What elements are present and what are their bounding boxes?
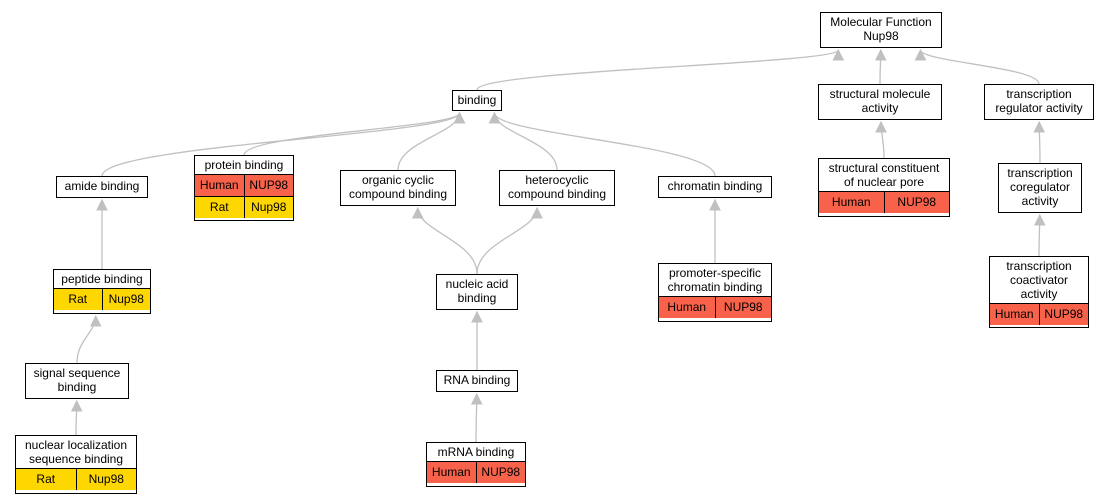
species-cell: Human — [427, 462, 476, 483]
node-label: transcription coregulator activity — [1007, 166, 1073, 208]
node-transcription-regulator-activity[interactable]: transcription regulator activity — [984, 84, 1094, 120]
edge-tcoact-to-tcoreg — [1033, 213, 1046, 257]
gene-cell: Nup98 — [101, 289, 150, 310]
edge-signal-to-peptide — [76, 314, 102, 364]
species-cell: Human — [990, 304, 1039, 325]
node-label: promoter-specific chromatin binding — [659, 264, 771, 297]
node-label: peptide binding — [54, 270, 150, 289]
node-signal-sequence-binding[interactable]: signal sequence binding — [25, 363, 129, 399]
node-label: amide binding — [64, 179, 140, 193]
node-label: structural constituent of nuclear pore — [819, 159, 949, 192]
node-promoter-specific-chromatin-binding[interactable]: promoter-specific chromatin binding Huma… — [658, 263, 772, 322]
annotation-row: Human NUP98 — [427, 462, 525, 483]
edge-nucleic-to-hetero — [476, 206, 543, 275]
node-molecular-function[interactable]: Molecular Function Nup98 — [820, 12, 942, 48]
node-label: RNA binding — [443, 373, 511, 387]
node-label: transcription regulator activity — [995, 87, 1083, 115]
node-label: protein binding — [195, 156, 293, 175]
species-cell: Human — [195, 175, 244, 196]
node-organic-cyclic-compound-binding[interactable]: organic cyclic compound binding — [340, 170, 456, 206]
edge-binding-to-mf — [476, 48, 844, 91]
species-cell: Rat — [16, 469, 76, 490]
edge-chromatin-to-binding — [488, 111, 716, 177]
node-label: transcription coactivator activity — [990, 257, 1088, 304]
gene-cell: NUP98 — [243, 175, 293, 196]
annotation-row: Human NUP98 — [195, 175, 293, 196]
node-transcription-coactivator-activity[interactable]: transcription coactivator activity Human… — [989, 256, 1089, 328]
node-label: nucleic acid binding — [445, 277, 509, 305]
edge-mrna-to-rna — [470, 392, 483, 443]
species-cell: Human — [659, 297, 715, 318]
node-nucleic-acid-binding[interactable]: nucleic acid binding — [436, 274, 518, 310]
edge-hetero-to-binding — [488, 111, 558, 171]
edge-nucleic-to-organic — [411, 206, 478, 275]
edge-tra-to-mf — [914, 48, 1040, 85]
node-label: Molecular Function Nup98 — [830, 15, 932, 43]
annotation-row: Human NUP98 — [659, 297, 771, 318]
annotation-row: Human NUP98 — [990, 304, 1088, 325]
annotation-row: Rat Nup98 — [54, 289, 150, 310]
edge-tcoreg-to-tra — [1033, 120, 1046, 164]
node-label: binding — [457, 93, 497, 107]
node-protein-binding[interactable]: protein binding Human NUP98 Rat Nup98 — [194, 155, 294, 221]
species-cell: Rat — [54, 289, 102, 310]
node-amide-binding[interactable]: amide binding — [56, 176, 148, 198]
node-label: nuclear localization sequence binding — [16, 436, 136, 469]
node-heterocyclic-compound-binding[interactable]: heterocyclic compound binding — [499, 170, 615, 206]
gene-cell: NUP98 — [714, 297, 771, 318]
node-structural-molecule-activity[interactable]: structural molecule activity — [818, 84, 942, 120]
gene-cell: Nup98 — [75, 469, 136, 490]
species-cell: Human — [819, 192, 884, 213]
node-label: heterocyclic compound binding — [507, 173, 607, 201]
node-peptide-binding[interactable]: peptide binding Rat Nup98 — [53, 269, 151, 314]
node-mrna-binding[interactable]: mRNA binding Human NUP98 — [426, 442, 526, 487]
edge-sma-to-mf — [874, 48, 887, 85]
node-rna-binding[interactable]: RNA binding — [436, 370, 518, 392]
node-binding[interactable]: binding — [452, 90, 502, 111]
gene-cell: NUP98 — [883, 192, 949, 213]
edge-nls-to-signal — [70, 399, 83, 436]
species-cell: Rat — [195, 197, 244, 218]
edge-organic-to-binding — [397, 111, 466, 171]
edge-scnp-to-sma — [875, 120, 887, 159]
node-nuclear-localization-sequence-binding[interactable]: nuclear localization sequence binding Ra… — [15, 435, 137, 494]
gene-cell: NUP98 — [1038, 304, 1088, 325]
annotation-row: Rat Nup98 — [195, 196, 293, 218]
node-label: mRNA binding — [427, 443, 525, 462]
annotation-row: Rat Nup98 — [16, 469, 136, 490]
annotation-row: Human NUP98 — [819, 192, 949, 213]
node-label: organic cyclic compound binding — [348, 173, 448, 201]
gene-cell: Nup98 — [243, 197, 293, 218]
node-structural-constituent-of-nuclear-pore[interactable]: structural constituent of nuclear pore H… — [818, 158, 950, 217]
node-chromatin-binding[interactable]: chromatin binding — [658, 176, 772, 198]
node-transcription-coregulator-activity[interactable]: transcription coregulator activity — [998, 163, 1082, 213]
gene-cell: NUP98 — [475, 462, 525, 483]
edge-protein-to-binding — [243, 111, 466, 156]
node-label: signal sequence binding — [33, 366, 121, 394]
node-label: chromatin binding — [667, 179, 763, 193]
node-label: structural molecule activity — [829, 87, 931, 115]
